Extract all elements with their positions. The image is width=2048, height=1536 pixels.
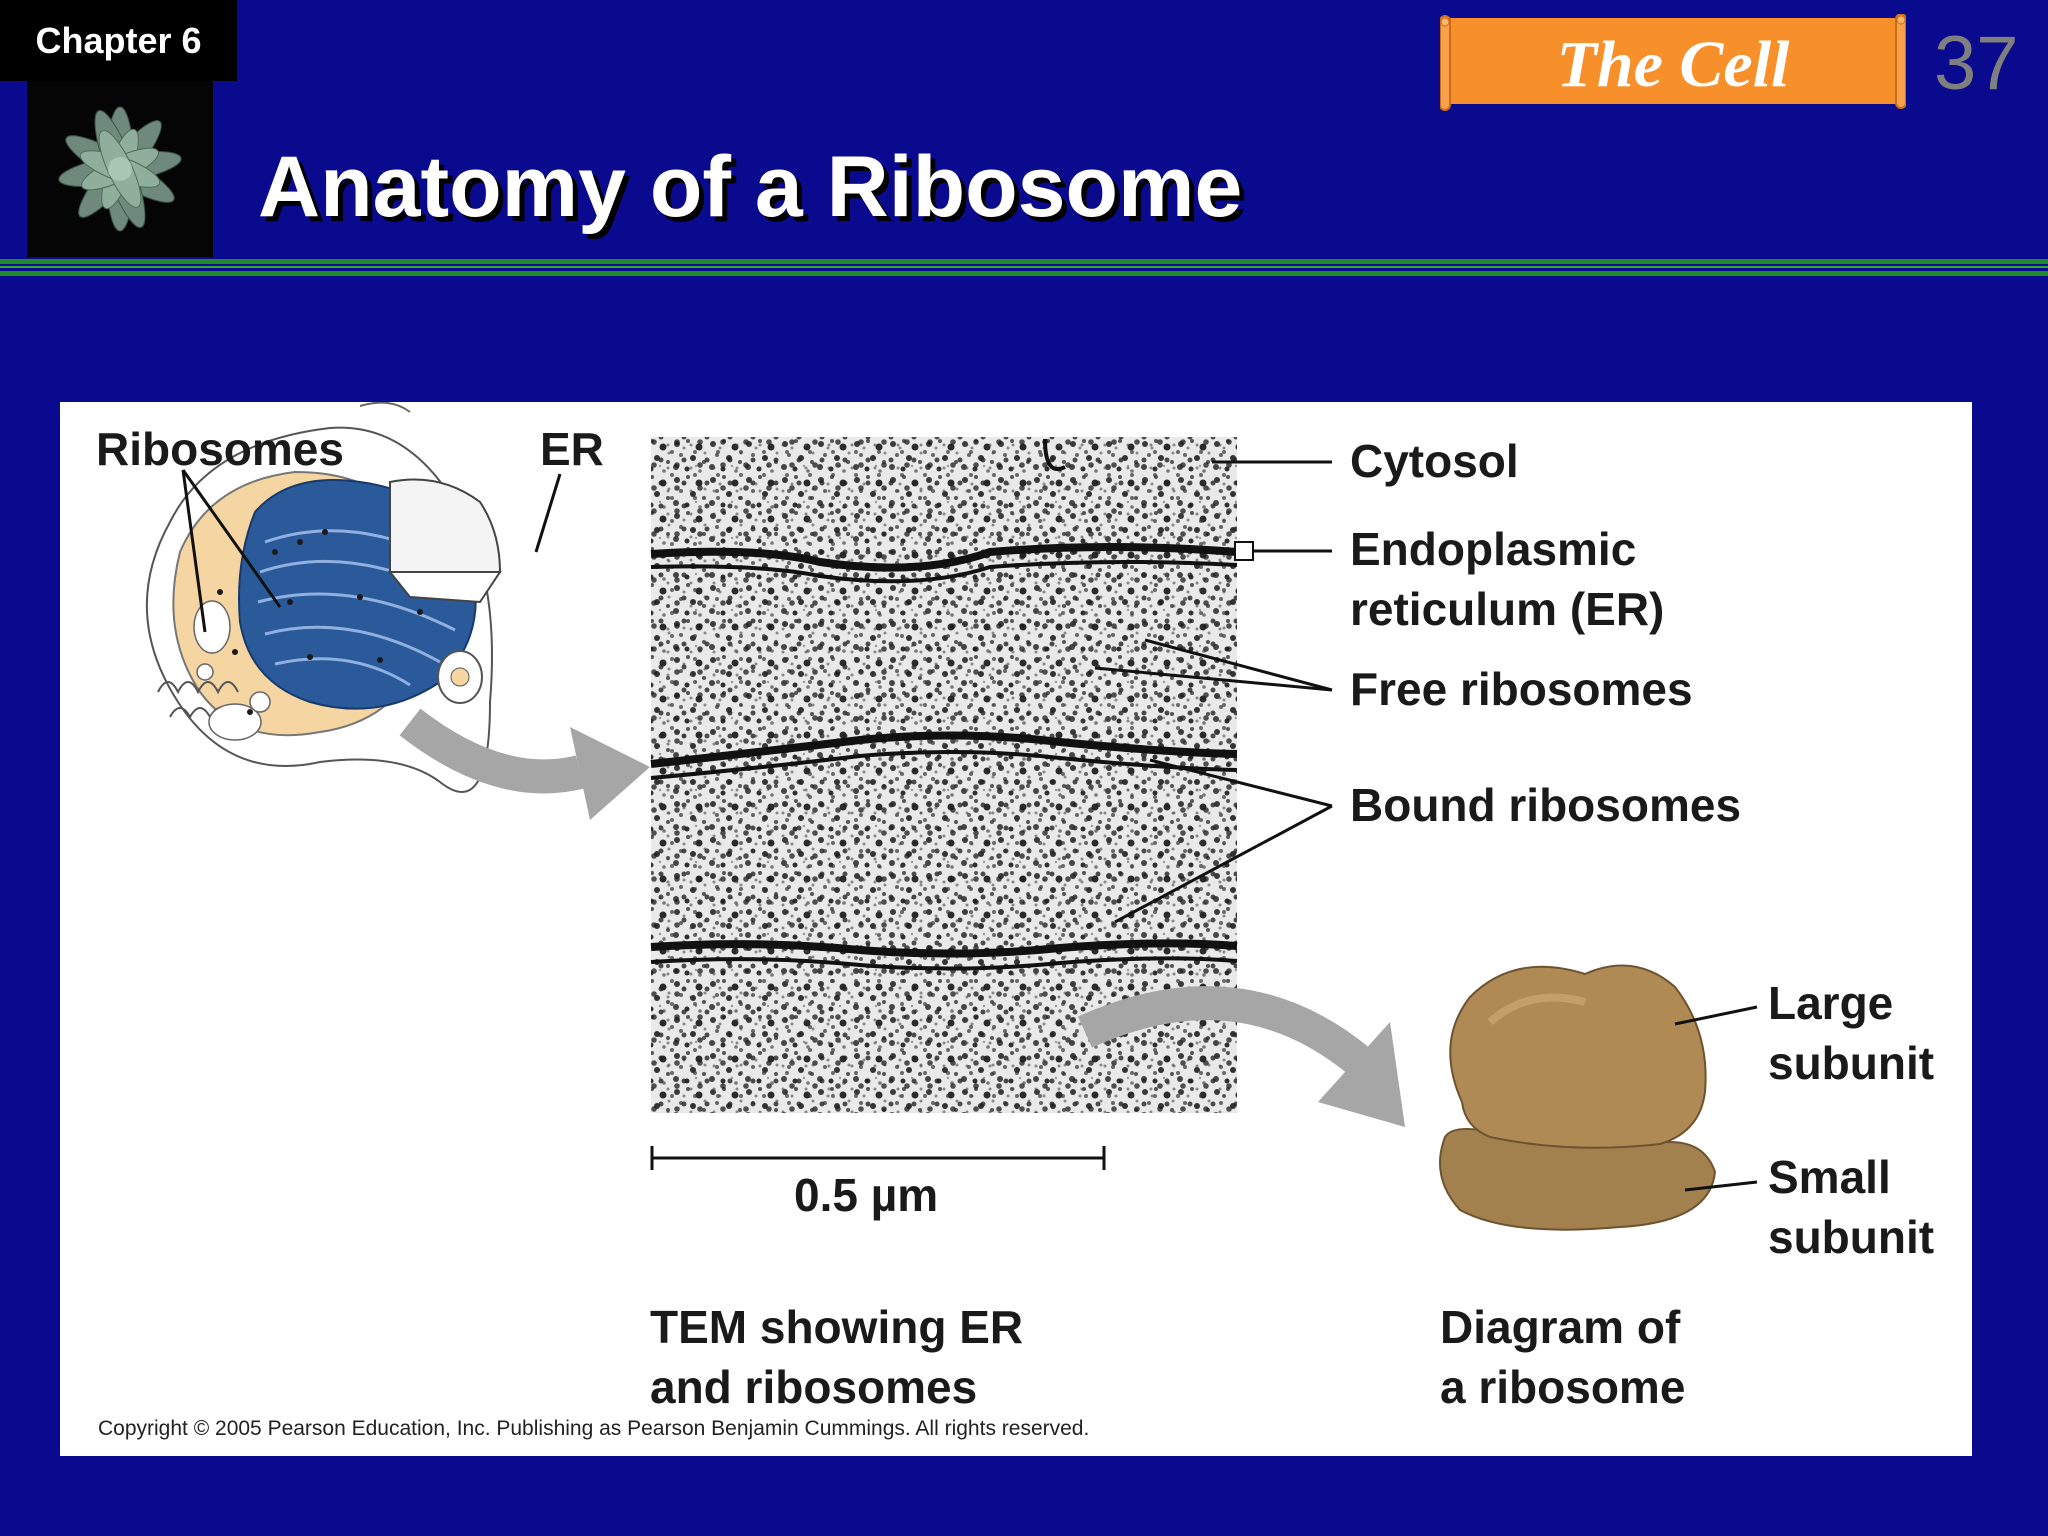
chapter-label: Chapter 6 (0, 0, 237, 81)
diagram-caption-line2: a ribosome (1440, 1361, 1686, 1413)
label-small-line1: Small (1768, 1151, 1891, 1203)
curved-arrow (1078, 986, 1405, 1127)
label-small-line2: subunit (1768, 1211, 1935, 1263)
ribosome-illustration (1439, 964, 1758, 1231)
figure-panel: Ribosomes ER Cytosol Endoplasmic reticul… (60, 402, 1972, 1456)
slide-title: Anatomy of a Ribosome (258, 139, 1243, 235)
slide-number: 37 (1934, 21, 2019, 106)
label-large-line2: subunit (1768, 1037, 1935, 1089)
label-free-ribosomes: Free ribosomes (1350, 663, 1693, 715)
leader-lines (1094, 460, 1333, 924)
diagram-caption-line1: Diagram of (1440, 1301, 1681, 1353)
tem-caption-line1: TEM showing ER (650, 1301, 1024, 1353)
scale-bar (650, 1146, 1106, 1170)
figure-graphics (145, 402, 1758, 1231)
label-cytosol: Cytosol (1350, 435, 1519, 487)
header-divider (0, 271, 2048, 276)
curved-arrow (399, 708, 650, 820)
label-er: ER (540, 423, 604, 475)
tem-caption-line2: and ribosomes (650, 1361, 978, 1413)
plant-thumbnail (27, 81, 213, 257)
header-divider (0, 259, 2048, 264)
header-divider (0, 266, 2048, 268)
label-bound-ribosomes: Bound ribosomes (1350, 779, 1742, 831)
copyright-notice: Copyright © 2005 Pearson Education, Inc.… (98, 1417, 1090, 1440)
cell-illustration (145, 402, 562, 793)
label-ribosomes: Ribosomes (96, 423, 344, 475)
label-er-line1: Endoplasmic (1350, 523, 1637, 575)
scale-bar-label: 0.5 µm (794, 1169, 939, 1221)
topic-label: The Cell (1556, 28, 1790, 101)
label-er-line2: reticulum (ER) (1350, 583, 1665, 635)
label-large-line1: Large (1768, 977, 1894, 1029)
topic-banner: The Cell (1440, 14, 1906, 112)
